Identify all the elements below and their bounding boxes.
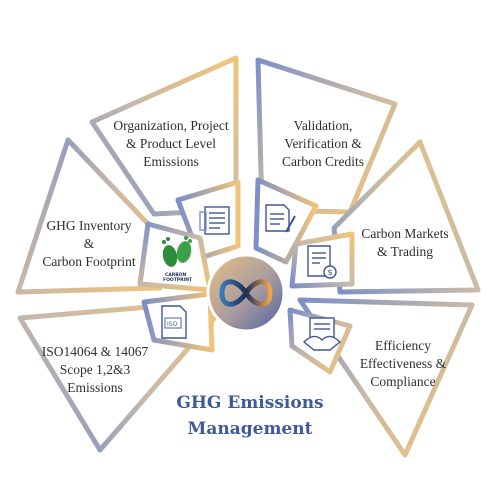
label-iso-line-3: Emissions bbox=[67, 380, 123, 395]
diagram-title: GHG Emissions Management bbox=[150, 390, 350, 442]
label-iso-line-2: Scope 1,2&3 bbox=[59, 362, 131, 377]
label-efficiency-line-1: Efficiency bbox=[375, 338, 431, 353]
label-organization-line-2: & Product Level bbox=[126, 136, 216, 151]
label-carbon-markets-line-2: & Trading bbox=[377, 244, 433, 259]
label-ghg-inventory-line-2: & bbox=[83, 236, 95, 251]
carbon-footprint-icon-text-1: CARBON bbox=[165, 272, 187, 278]
label-carbon-markets-line-1: Carbon Markets bbox=[361, 226, 449, 241]
infinity-logo-icon bbox=[219, 279, 273, 307]
iso-document-icon: ISO bbox=[161, 305, 187, 339]
label-iso: ISO14064 & 14067 Scope 1,2&3 Emissions bbox=[30, 343, 160, 397]
diagram-title-line-1: GHG Emissions bbox=[176, 393, 324, 413]
label-organization-line-3: Emissions bbox=[143, 154, 199, 169]
label-organization-line-1: Organization, Project bbox=[113, 118, 229, 133]
label-ghg-inventory: GHG Inventory & Carbon Footprint bbox=[24, 217, 154, 271]
label-validation-line-2: Verification & bbox=[284, 136, 362, 151]
label-ghg-inventory-line-3: Carbon Footprint bbox=[42, 254, 136, 269]
segment-carbon-markets bbox=[331, 139, 481, 295]
certificate-coin-icon: $ bbox=[307, 245, 337, 279]
label-efficiency: Efficiency Effectiveness & Compliance bbox=[338, 337, 468, 391]
label-efficiency-line-3: Compliance bbox=[370, 374, 436, 389]
handshake-contract-icon bbox=[302, 317, 342, 351]
label-validation-line-3: Carbon Credits bbox=[281, 154, 365, 169]
label-carbon-markets: Carbon Markets & Trading bbox=[340, 225, 470, 261]
document-checklist-icon bbox=[199, 206, 230, 235]
svg-text:ISO: ISO bbox=[167, 321, 178, 328]
label-iso-line-1: ISO14064 & 14067 bbox=[41, 344, 149, 359]
segment-organization bbox=[89, 55, 239, 217]
diagram-title-line-2: Management bbox=[187, 419, 313, 439]
label-validation: Validation, Verification & Carbon Credit… bbox=[258, 117, 388, 171]
label-ghg-inventory-line-1: GHG Inventory bbox=[46, 218, 132, 233]
svg-text:$: $ bbox=[328, 268, 333, 277]
carbon-footprint-icon-text-2: FOOTPRINT bbox=[163, 277, 193, 283]
label-organization: Organization, Project & Product Level Em… bbox=[96, 117, 246, 171]
label-validation-line-1: Validation, bbox=[293, 118, 353, 133]
carbon-footprint-icon: CARBON FOOTPRINT bbox=[162, 236, 193, 283]
label-efficiency-line-2: Effectiveness & bbox=[359, 356, 447, 371]
document-pen-icon bbox=[265, 204, 296, 233]
